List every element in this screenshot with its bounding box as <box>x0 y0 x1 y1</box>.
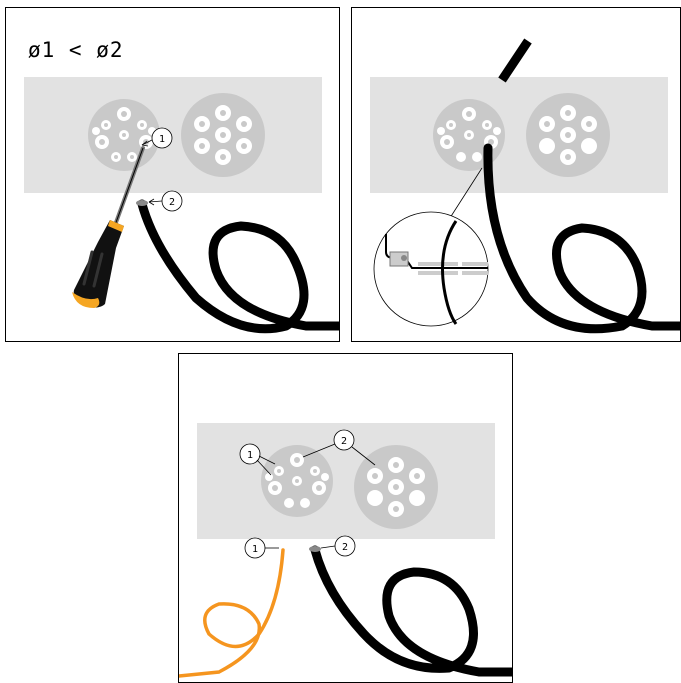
callout-socket-2-label: 2 <box>341 436 347 447</box>
cable-upper <box>498 38 532 83</box>
callout-1-circle <box>151 127 173 149</box>
panel-2-illustration <box>370 38 680 334</box>
callout-socket-2-circle <box>333 429 355 451</box>
diameter-comparison-heading: ø1 < ø2 <box>28 38 124 62</box>
callout-wire-2-label: 2 <box>342 542 348 553</box>
socket-plate <box>24 77 322 193</box>
panel-step-3: 1 2 1 2 <box>178 353 513 683</box>
thin-wire <box>179 548 285 678</box>
panel-3-illustration: 1 2 1 2 <box>179 423 512 678</box>
socket-large <box>181 93 265 177</box>
socket-large <box>354 445 438 529</box>
zoom-detail <box>373 211 489 327</box>
socket-plate <box>370 77 668 193</box>
socket-small <box>433 99 505 171</box>
callout-wire-1-label: 1 <box>252 544 258 555</box>
panel-step-2 <box>351 7 681 342</box>
cable <box>137 199 339 334</box>
panel-1-illustration: 1 2 <box>24 77 339 334</box>
screwdriver-icon <box>72 146 145 308</box>
socket-small <box>261 445 333 517</box>
callout-socket-1-label: 1 <box>247 450 253 461</box>
panel-step-1: ø1 < ø2 <box>5 7 340 342</box>
callout-socket-1-circle <box>239 443 261 465</box>
socket-large <box>526 93 610 177</box>
socket-small <box>88 99 160 171</box>
cable <box>310 545 512 677</box>
callout-2-label: 2 <box>169 197 175 208</box>
cable <box>483 143 680 334</box>
callout-2-circle <box>161 190 183 212</box>
callout-1-label: 1 <box>159 134 165 145</box>
